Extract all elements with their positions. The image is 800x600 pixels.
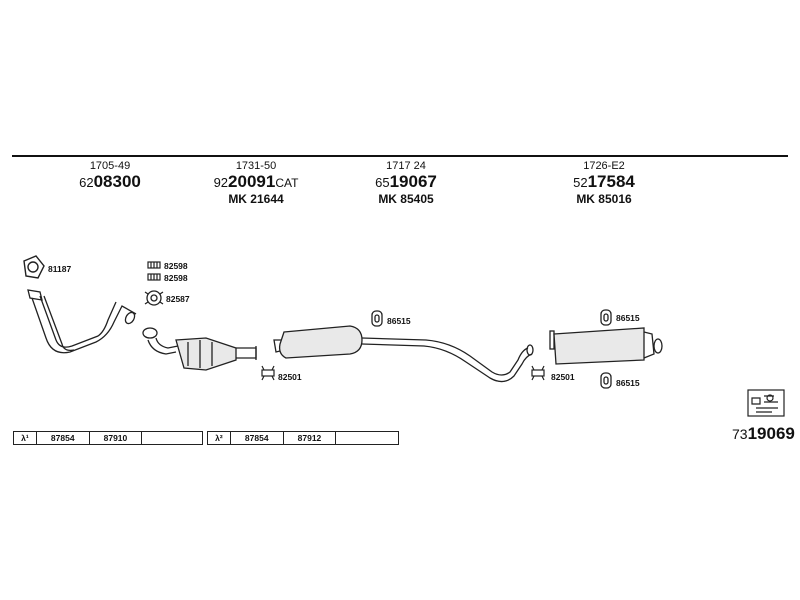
- label-rubber-mount: 86515: [616, 378, 640, 388]
- part-header-catalyst: 1731-50 9220091CAT MK 21644: [186, 160, 326, 207]
- label-gasket: 81187: [48, 264, 72, 274]
- part-number: 5217584: [573, 172, 635, 191]
- mk-number: MK 85405: [378, 192, 434, 206]
- label-rubber-mount: 86515: [616, 313, 640, 323]
- label-hanger: 82501: [278, 372, 302, 382]
- label-sealing-ring: 82587: [166, 294, 190, 304]
- sensor-cell: 87910: [90, 432, 143, 444]
- part-code: 1726-E2: [583, 160, 625, 172]
- part-header-rear-silencer: 1726-E2 5217584 MK 85016: [534, 160, 674, 207]
- catalog-logo-icon: [747, 389, 785, 417]
- part-header-front-pipe: 1705-49 6208300: [40, 160, 180, 192]
- hanger-icon: [531, 365, 545, 381]
- mk-number: MK 21644: [228, 192, 284, 206]
- part-code: 1717 24: [386, 160, 426, 172]
- part-header-middle-silencer: 1717 24 6519067 MK 85405: [336, 160, 476, 207]
- part-code: 1705-49: [89, 160, 131, 172]
- hanger-icon: [261, 365, 275, 381]
- rear-silencer-drawing: [549, 327, 663, 365]
- part-number: 6519067: [375, 172, 437, 191]
- part-number: 9220091CAT: [213, 172, 299, 191]
- top-divider-line: [12, 155, 788, 157]
- sensor-table-2: λ² 87854 87912: [207, 431, 399, 445]
- label-clamp: 82598: [164, 261, 188, 271]
- diagram-reference-number: 7319069: [732, 424, 795, 443]
- sensor-table-1: λ¹ 87854 87910: [13, 431, 203, 445]
- label-hanger: 82501: [551, 372, 575, 382]
- label-rubber-mount: 86515: [387, 316, 411, 326]
- sensor-cell: 87912: [284, 432, 337, 444]
- sensor-cell: 87854: [37, 432, 90, 444]
- part-code: 1731-50: [235, 160, 277, 172]
- catalytic-converter-drawing: [142, 327, 257, 371]
- middle-silencer-drawing: [273, 325, 534, 383]
- clamp-icon: [147, 261, 161, 281]
- sealing-ring-icon: [144, 290, 164, 306]
- lambda-symbol: λ²: [208, 432, 231, 444]
- gasket-icon: [23, 255, 45, 279]
- front-pipe-drawing: [27, 289, 137, 354]
- rubber-mount-icon: [371, 309, 612, 389]
- sensor-cell: 87854: [231, 432, 284, 444]
- part-number: 6208300: [79, 172, 141, 191]
- sensor-cell: [336, 432, 398, 444]
- mk-number: MK 85016: [576, 192, 632, 206]
- sensor-cell: [142, 432, 202, 444]
- lambda-symbol: λ¹: [14, 432, 37, 444]
- label-clamp: 82598: [164, 273, 188, 283]
